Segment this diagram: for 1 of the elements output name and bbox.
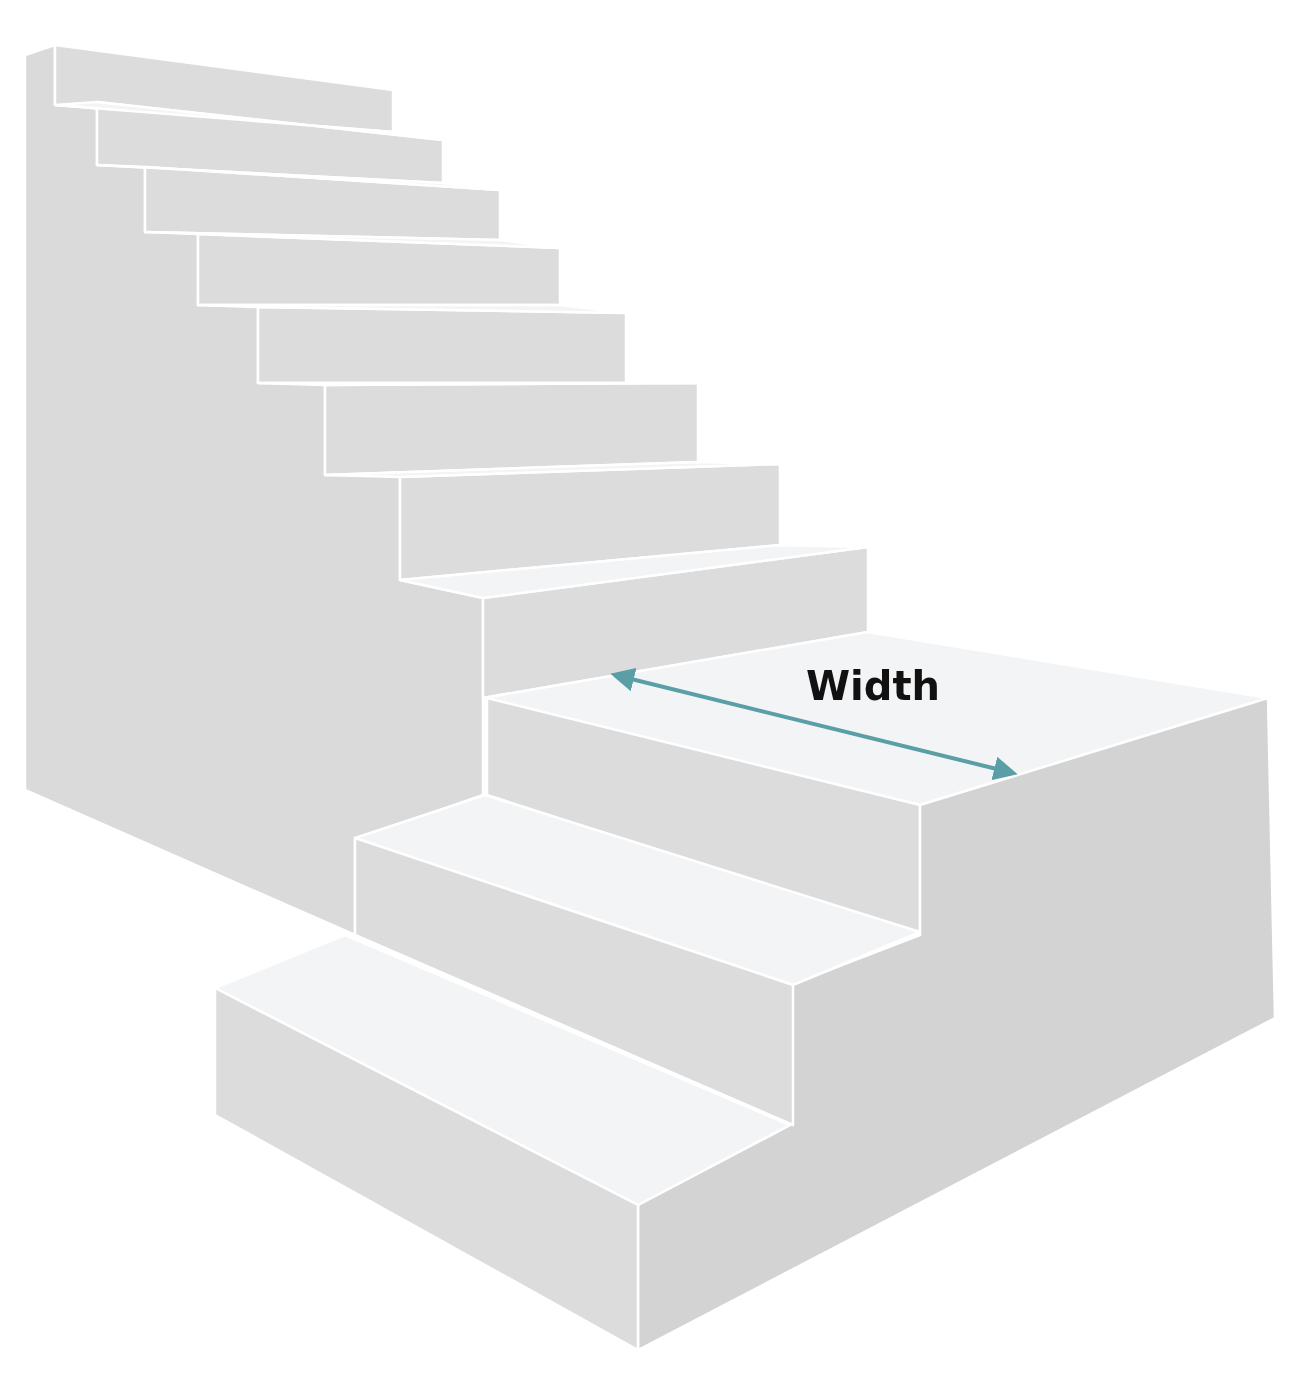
width-label: Width xyxy=(806,666,941,706)
